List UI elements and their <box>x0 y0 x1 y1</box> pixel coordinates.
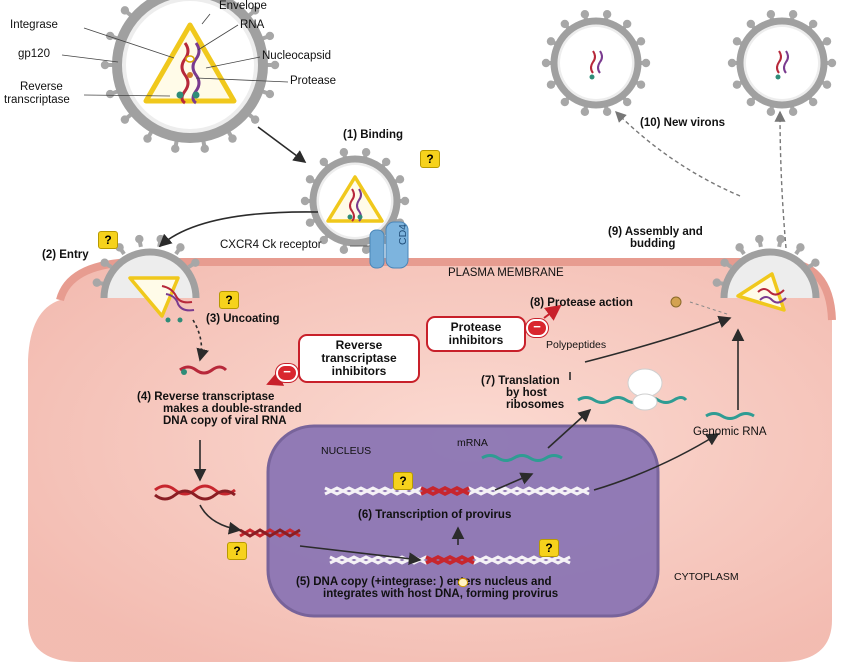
viral-rna-strand <box>179 365 228 375</box>
step-assembly-label-line1: (9) Assembly and <box>608 226 703 238</box>
protease-inhibitor-arrow <box>543 304 562 321</box>
envelope-label: Envelope <box>219 0 267 12</box>
mrna-strand <box>481 454 563 462</box>
step-new-virions-label: (10) New virons <box>640 117 725 129</box>
polypeptides-label: Polypeptides <box>546 339 607 351</box>
hiv-virion-main <box>100 0 280 153</box>
nucleus <box>266 424 660 618</box>
virus-label-leaders <box>61 13 370 247</box>
step-uncoating-label: (3) Uncoating <box>206 313 280 325</box>
protease-inhibitor-minus-icon: − <box>526 319 548 337</box>
step-rt-label-line2: makes a double-stranded <box>163 403 302 415</box>
integrase-icon <box>458 578 468 587</box>
dna-copy-integrase <box>239 528 301 538</box>
rt-inhibitors-line3: inhibitors <box>331 364 387 378</box>
gp120-spikes <box>92 234 200 287</box>
rt-inhibitors-line2: transcriptase <box>321 351 397 365</box>
rt-inhibitors-box: Reverse transcriptase inhibitors <box>298 334 420 383</box>
step-transcription-label: (6) Transcription of provirus <box>358 509 512 521</box>
step-rt-label-line1: (4) Reverse transcriptase <box>137 391 275 403</box>
flow-arrows <box>158 126 745 566</box>
new-virion-left <box>541 10 651 116</box>
question-badge-transcription[interactable]: ? <box>393 472 413 490</box>
step-integration-label-line2: integrates with host DNA, forming provir… <box>323 588 559 600</box>
step-protease-action-label: (8) Protease action <box>530 297 633 309</box>
genomic-rna-strand <box>705 412 755 420</box>
step-translation-label-line3: ribosomes <box>506 399 565 411</box>
reverse-transcriptase-label-line2: transcriptase <box>4 94 70 106</box>
rt-inhibitors-line1: Reverse <box>335 338 383 352</box>
question-badge-uncoating[interactable]: ? <box>219 291 239 309</box>
hiv-virion-entry <box>92 234 200 323</box>
question-badge-rt[interactable]: ? <box>227 542 247 560</box>
mrna-label: mRNA <box>457 437 488 449</box>
nucleus-label: NUCLEUS <box>321 445 372 457</box>
nucleocapsid-label: Nucleocapsid <box>262 50 332 62</box>
question-badge-entry[interactable]: ? <box>98 231 118 249</box>
protease-label: Protease <box>290 75 337 87</box>
rt-inhibitor-minus-icon: − <box>276 364 298 382</box>
step-entry-label: (2) Entry <box>42 249 89 261</box>
host-dna-provirus-upper <box>324 486 590 496</box>
genomic-rna-label: Genomic RNA <box>693 426 767 438</box>
budding-arrows <box>615 110 787 249</box>
step-translation-label-line2: by host <box>506 387 547 399</box>
host-dna-provirus-lower <box>329 555 571 565</box>
step-rt-label-line3: DNA copy of viral RNA <box>163 415 287 427</box>
receptor-label: CXCR4 Ck receptor <box>220 239 322 251</box>
question-badge-binding[interactable]: ? <box>420 150 440 168</box>
protease-inhibitors-box: Protease inhibitors <box>426 316 526 352</box>
gp120-spikes <box>712 234 820 287</box>
protease-inhibitors-line1: Protease <box>450 320 502 334</box>
step-assembly-label-line2: budding <box>630 238 676 250</box>
ribosome <box>627 368 663 411</box>
question-badge-integration[interactable]: ? <box>539 539 559 557</box>
protease-enzyme <box>670 296 682 308</box>
step-integration-label-line1: (5) DNA copy (+integrase: ) enters nucle… <box>296 576 552 588</box>
dashed-assembly-line <box>689 301 731 316</box>
protease-inhibitors-line2: inhibitors <box>448 333 504 347</box>
step-binding-label: (1) Binding <box>343 129 404 141</box>
plasma-membrane-label: PLASMA MEMBRANE <box>448 267 564 279</box>
cd4-receptor <box>369 221 409 269</box>
integrase-label: Integrase <box>10 19 58 31</box>
new-virion-right <box>727 10 837 116</box>
gp120-label: gp120 <box>18 48 50 60</box>
cytoplasm-label: CYTOPLASM <box>674 571 739 583</box>
hiv-virion-binding <box>300 148 410 254</box>
step-translation-label-line1: (7) Translation <box>481 375 560 387</box>
hiv-virion-budding <box>712 234 820 312</box>
rna-label: RNA <box>240 19 265 31</box>
reverse-transcriptase-label-line1: Reverse <box>20 81 63 93</box>
cd4-label: CD4 <box>397 223 409 245</box>
